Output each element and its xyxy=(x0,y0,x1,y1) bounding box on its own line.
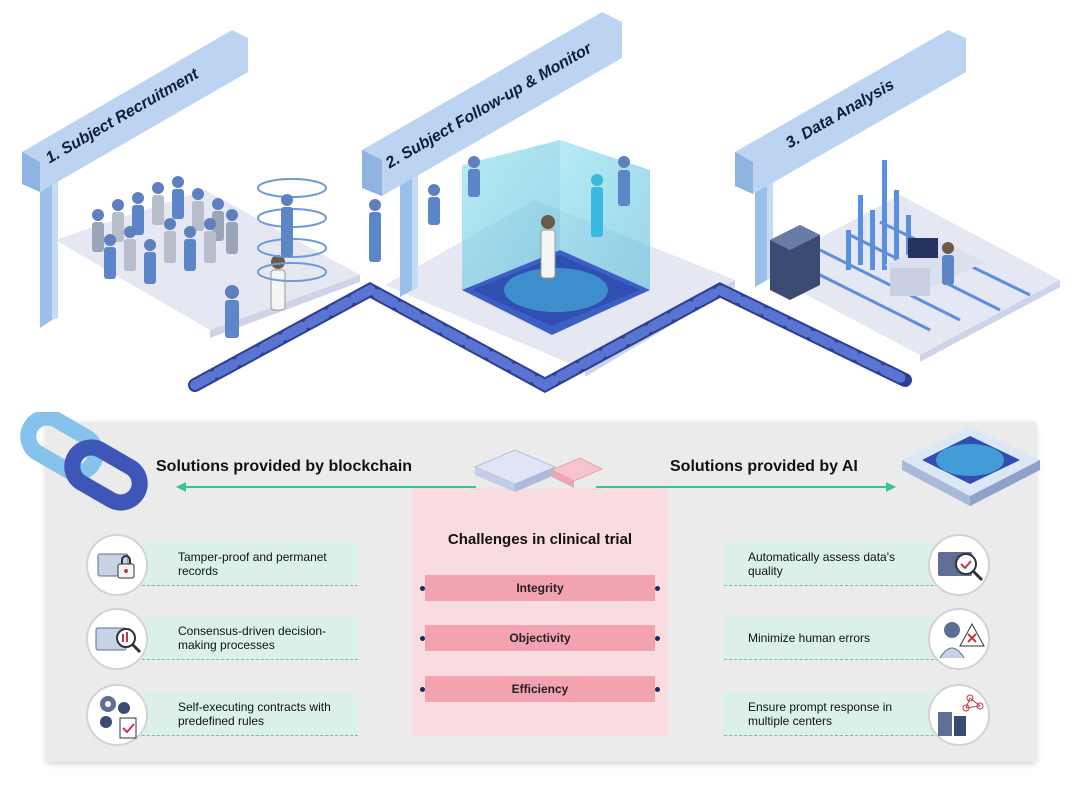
challenge-integrity: Integrity xyxy=(425,575,655,601)
challenge-objectivity: Objectivity xyxy=(425,625,655,651)
blockchain-item-text: Consensus-driven decision- making proces… xyxy=(178,623,327,652)
ai-item: Ensure prompt response in multiple cente… xyxy=(724,692,964,736)
challenge-dot xyxy=(420,586,425,591)
ai-item-text: Minimize human errors xyxy=(748,630,871,645)
workflow-illustration xyxy=(22,12,1060,393)
challenge-dot xyxy=(655,687,660,692)
stage-3-platform xyxy=(735,30,1060,362)
ai-chip-icon xyxy=(902,426,1040,506)
chain-link-icon xyxy=(20,412,148,511)
doctor-error-icon xyxy=(928,608,990,670)
chain-link-path xyxy=(188,282,912,393)
challenge-dot xyxy=(420,636,425,641)
ai-item: Automatically assess data's quality xyxy=(724,542,964,586)
challenge-dot xyxy=(655,636,660,641)
challenge-dot xyxy=(655,586,660,591)
solution-arrows xyxy=(176,482,896,492)
blockchain-item-text: Self-executing contracts with predefined… xyxy=(178,699,331,728)
data-quality-check-icon xyxy=(928,534,990,596)
blockchain-item: Consensus-driven decision- making proces… xyxy=(122,616,358,660)
folder-magnifier-icon xyxy=(86,608,148,670)
challenge-dot xyxy=(420,687,425,692)
ai-item-text: Automatically assess data's quality xyxy=(748,549,896,578)
blockchain-item: Tamper-proof and permanet records xyxy=(122,542,358,586)
ai-solutions-title: Solutions provided by AI xyxy=(670,458,858,475)
ai-item: Minimize human errors xyxy=(724,616,964,660)
locked-folder-icon xyxy=(86,534,148,596)
network-buildings-icon xyxy=(928,684,990,746)
blockchain-item: Self-executing contracts with predefined… xyxy=(122,692,358,736)
challenge-efficiency: Efficiency xyxy=(425,676,655,702)
blockchain-solutions-title: Solutions provided by blockchain xyxy=(156,458,413,475)
puzzle-pieces-icon xyxy=(473,449,604,492)
ai-item-text: Ensure prompt response in multiple cente… xyxy=(748,699,893,728)
gears-contract-icon xyxy=(86,684,148,746)
challenges-title: Challenges in clinical trial xyxy=(447,531,633,548)
stage-1-platform xyxy=(22,30,360,338)
blockchain-item-text: Tamper-proof and permanet records xyxy=(178,549,327,578)
